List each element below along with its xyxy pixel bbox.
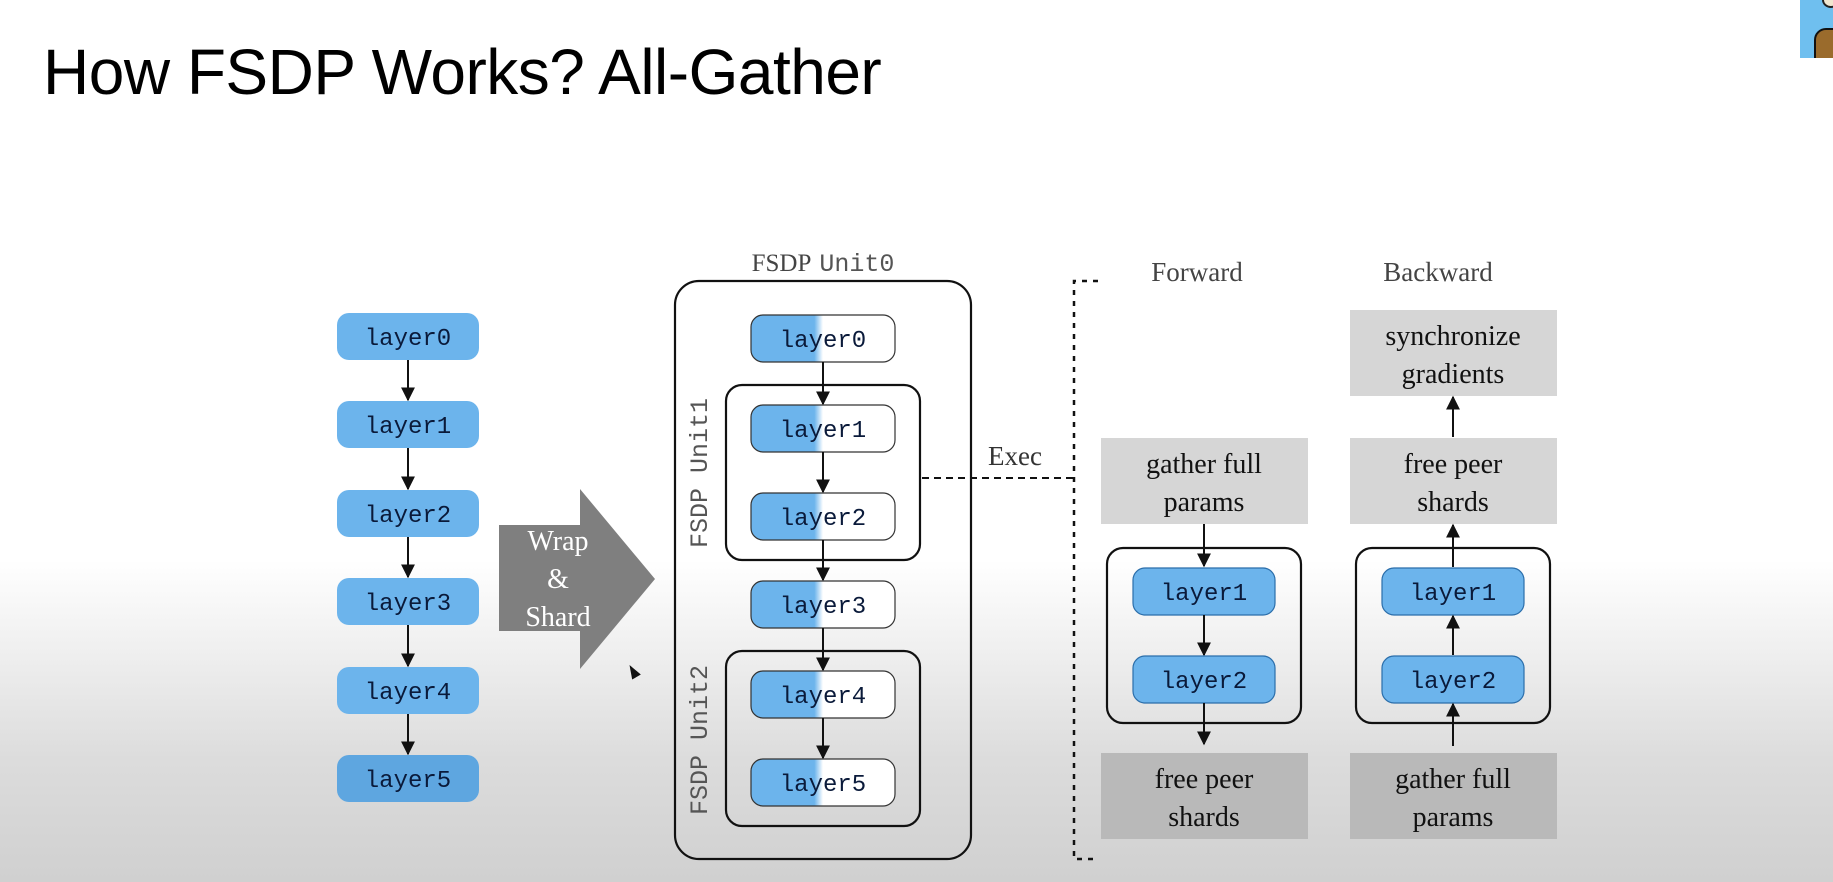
forward-pass: Forward gather full params layer1 layer2… bbox=[1101, 257, 1308, 839]
box-text: synchronize bbox=[1385, 321, 1520, 352]
exec-connector: Exec bbox=[922, 279, 1098, 861]
layer-label: layer1 bbox=[365, 414, 451, 441]
box-text: free peer bbox=[1155, 764, 1254, 795]
layer-node: layer1 bbox=[1381, 567, 1525, 616]
layer-node: layer1 bbox=[1132, 567, 1276, 616]
backward-pass: Backward synchronize gradients free peer… bbox=[1350, 257, 1557, 839]
unit2-label: FSDP Unit2 bbox=[686, 665, 715, 815]
sharded-layer-node: layer0 bbox=[750, 314, 896, 363]
layer-label: layer1 bbox=[1161, 581, 1247, 608]
free-shards-box bbox=[1350, 438, 1557, 524]
ampersand-label: & bbox=[547, 564, 569, 595]
presenter-avatar bbox=[1800, 0, 1833, 58]
box-text: shards bbox=[1417, 487, 1489, 518]
sharded-layer-node: layer1 bbox=[750, 404, 896, 453]
layer-label: layer3 bbox=[780, 594, 866, 621]
layer-label: layer4 bbox=[365, 680, 451, 707]
free-shards-box bbox=[1101, 753, 1308, 839]
shard-label: Shard bbox=[525, 602, 590, 633]
forward-title: Forward bbox=[1151, 257, 1243, 287]
layer-label: layer0 bbox=[780, 328, 866, 355]
layer-label: layer2 bbox=[365, 503, 451, 530]
slide-title: How FSDP Works? All-Gather bbox=[43, 36, 882, 108]
unit0-box bbox=[673, 279, 973, 861]
wrap-shard-arrow: Wrap & Shard bbox=[499, 489, 655, 669]
wrap-label: Wrap bbox=[527, 526, 588, 557]
exec-label: Exec bbox=[988, 441, 1042, 471]
layer-node: layer1 bbox=[337, 401, 479, 448]
layer-node: layer5 bbox=[337, 755, 479, 802]
sharded-layer-node: layer5 bbox=[750, 758, 896, 807]
layer-node: layer2 bbox=[1381, 655, 1525, 704]
layer-label: layer3 bbox=[365, 591, 451, 618]
layer-label: layer5 bbox=[365, 768, 451, 795]
original-model: layer0 layer1 layer2 layer3 layer4 layer… bbox=[337, 313, 479, 802]
layer-label: layer2 bbox=[780, 506, 866, 533]
gather-params-box bbox=[1350, 753, 1557, 839]
avatar-head-icon bbox=[1822, 0, 1833, 8]
layer-label: layer1 bbox=[1410, 581, 1496, 608]
backward-title: Backward bbox=[1383, 257, 1493, 287]
layer-label: layer4 bbox=[780, 684, 866, 711]
layer-label: layer5 bbox=[780, 772, 866, 799]
layer-label: layer2 bbox=[1161, 669, 1247, 696]
layer-node: layer0 bbox=[337, 313, 479, 360]
sharded-layer-node: layer3 bbox=[750, 580, 896, 629]
sharded-layer-node: layer4 bbox=[750, 670, 896, 719]
box-text: free peer bbox=[1404, 449, 1503, 480]
layer-label: layer1 bbox=[780, 418, 866, 445]
unit1-label: FSDP Unit1 bbox=[686, 398, 715, 548]
box-text: params bbox=[1413, 802, 1494, 833]
layer-node: layer3 bbox=[337, 578, 479, 625]
exec-bracket bbox=[1072, 279, 1098, 861]
right-arrow-icon bbox=[499, 489, 655, 669]
avatar-body-icon bbox=[1814, 28, 1833, 58]
layer-label: layer2 bbox=[1410, 669, 1496, 696]
sync-gradients-box bbox=[1350, 310, 1557, 396]
box-text: shards bbox=[1168, 802, 1240, 833]
layer-node: layer2 bbox=[337, 490, 479, 537]
layer-label: layer0 bbox=[365, 326, 451, 353]
box-text: params bbox=[1164, 487, 1245, 518]
box-text: gather full bbox=[1395, 764, 1511, 795]
sharded-layer-node: layer2 bbox=[750, 492, 896, 541]
layer-node: layer2 bbox=[1132, 655, 1276, 704]
box-text: gradients bbox=[1402, 359, 1505, 390]
box-text: gather full bbox=[1146, 449, 1262, 480]
gather-params-box bbox=[1101, 438, 1308, 524]
layer-node: layer4 bbox=[337, 667, 479, 714]
